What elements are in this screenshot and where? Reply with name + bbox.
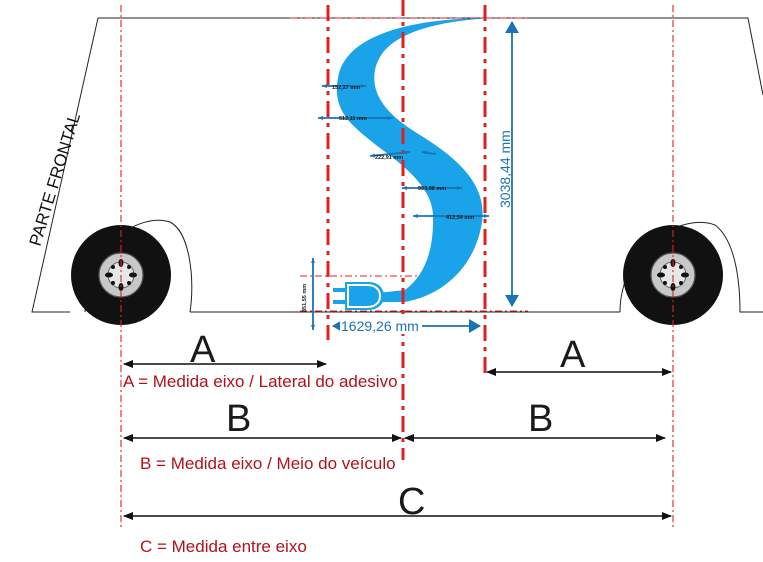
inner-dimension-1: 152,27 mm	[332, 85, 360, 91]
measure-a-right-letter: A	[560, 334, 586, 376]
measure-a-left-letter: A	[190, 329, 216, 371]
height-dimension-label: 3038,44 mm	[497, 130, 513, 208]
inner-dimension-4: 553,98 mm	[418, 186, 446, 192]
inner-dimension-5: 412,54 mm	[446, 215, 474, 221]
decal-dimensions: 3038,44 mm 1629,26 mm 351,55 mm 152,27 m…	[302, 21, 519, 334]
measure-c-letter: C	[398, 481, 425, 523]
width-dimension-label: 1629,26 mm	[341, 318, 419, 334]
inner-dimension-2: 512,11 mm	[339, 116, 367, 122]
measurement-arrows: A A B B C	[123, 329, 672, 523]
front-label: PARTE FRONTAL	[26, 111, 84, 248]
legend-c: C = Medida entre eixo	[140, 537, 307, 556]
legend-b: B = Medida eixo / Meio do veículo	[140, 454, 396, 473]
plug-height-label: 351,55 mm	[302, 284, 308, 312]
s-plug-decal	[333, 18, 490, 310]
measure-b-right-letter: B	[528, 398, 553, 440]
reference-lines	[120, 0, 674, 528]
legend-a: A = Medida eixo / Lateral do adesivo	[123, 372, 398, 391]
measure-b-left-letter: B	[226, 398, 251, 440]
legend: A = Medida eixo / Lateral do adesivo B =…	[123, 372, 398, 556]
inner-dimension-3: 222,91 mm	[375, 155, 403, 161]
